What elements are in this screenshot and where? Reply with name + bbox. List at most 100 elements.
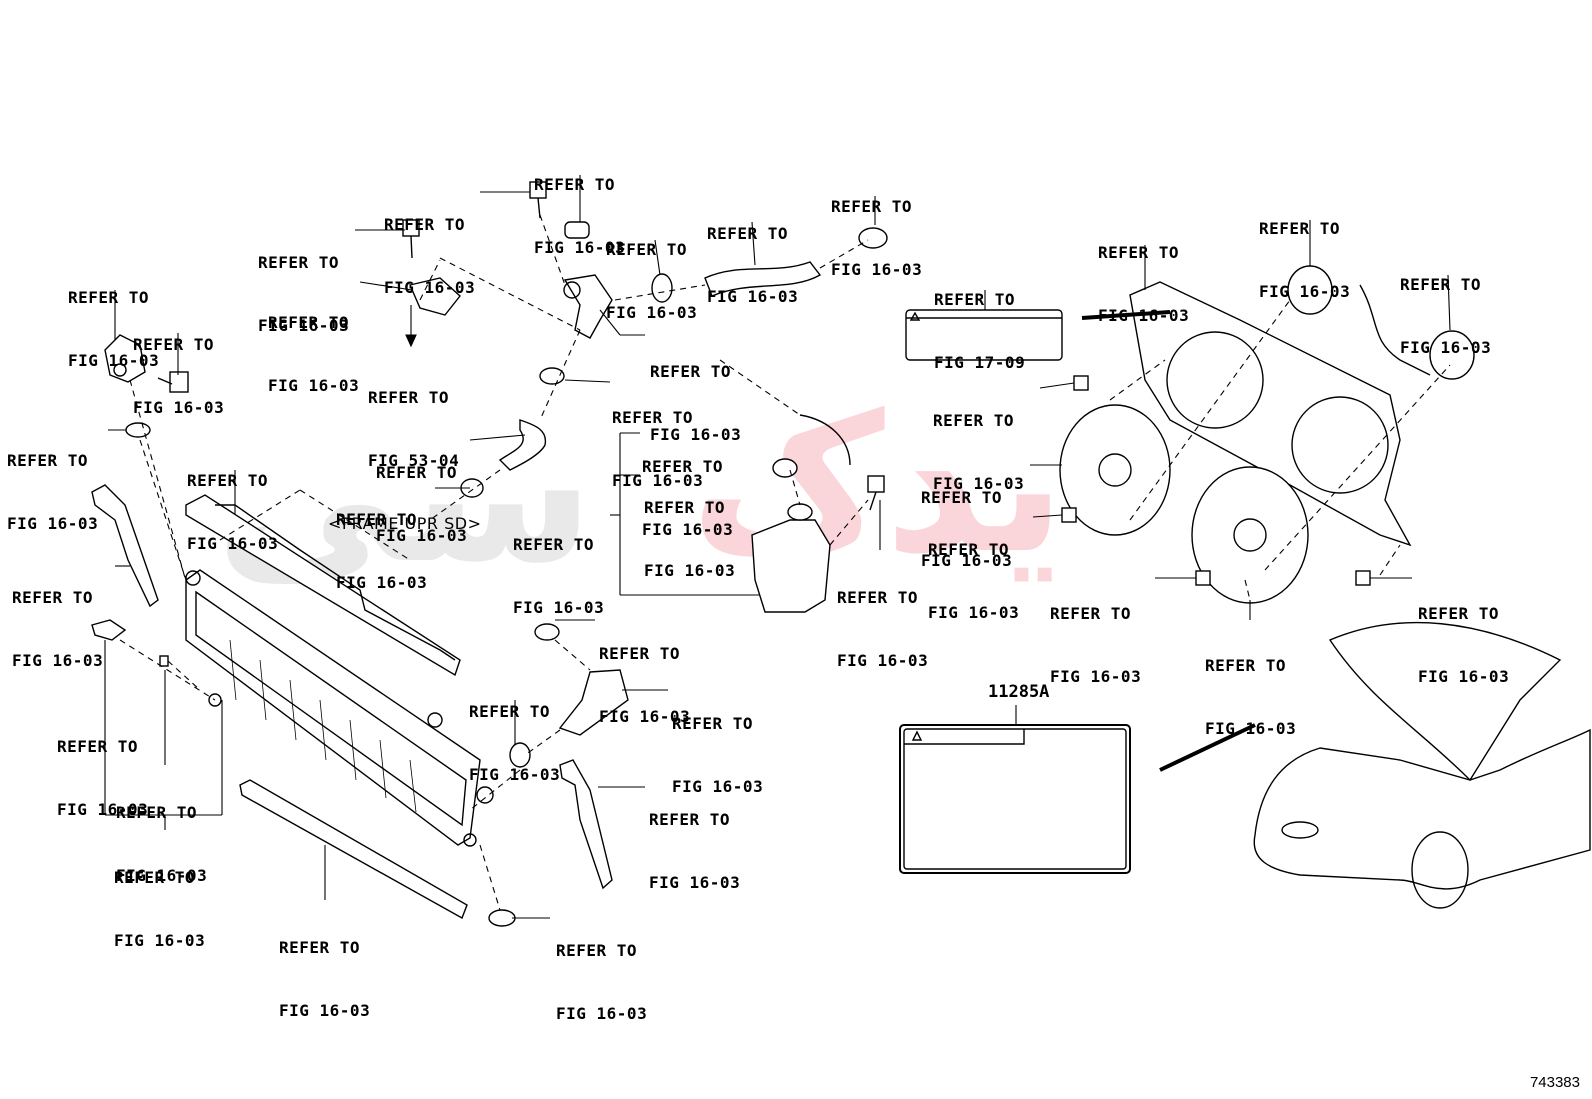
callout-line2: FIG 16-03: [187, 534, 279, 553]
callout-fig-17-09[interactable]: REFER TO FIG 17-09: [934, 247, 1025, 394]
callout-fig-16-03[interactable]: REFER TO FIG 16-03: [133, 292, 224, 439]
callout-line1: REFER TO: [376, 463, 458, 482]
drain-cock[interactable]: [91, 619, 127, 641]
callout-fig-16-03[interactable]: REFER TO FIG 16-03: [831, 154, 922, 301]
callout-fig-16-03[interactable]: REFER TO FIG 16-03: [707, 181, 798, 328]
callout-fig-16-03[interactable]: REFER TO FIG 16-03: [116, 760, 207, 907]
tank-bolt[interactable]: [867, 475, 885, 511]
callout-line2: FIG 16-03: [1098, 306, 1190, 325]
fan-motor-2[interactable]: [1359, 284, 1475, 380]
callout-fig-16-03[interactable]: REFER TO FIG 16-03: [57, 694, 148, 841]
callout-fig-16-03[interactable]: REFER TO FIG 16-03: [642, 414, 733, 561]
shroud-nut-4[interactable]: [1355, 570, 1371, 586]
callout-fig-16-03[interactable]: REFER TO FIG 16-03: [1098, 200, 1189, 347]
upper-hose[interactable]: [704, 261, 822, 297]
radiator-cap[interactable]: [564, 221, 590, 239]
callout-fig-16-03[interactable]: REFER TO FIG 16-03: [1418, 561, 1509, 708]
hose-clamp-5[interactable]: [534, 623, 560, 641]
callout-line2: FIG 16-03: [1259, 282, 1351, 301]
radiator-inlet-hose[interactable]: [498, 419, 547, 471]
callout-line1: REFER TO: [707, 224, 789, 243]
bolt-upper-2[interactable]: [402, 219, 420, 259]
tank-cap[interactable]: [772, 458, 798, 478]
callout-line2: FIG 16-03: [556, 1004, 648, 1023]
callout-line1: REFER TO: [556, 941, 638, 960]
callout-fig-16-03[interactable]: REFER TO FIG 16-03: [68, 245, 159, 392]
callout-fig-16-03[interactable]: REFER TO FIG 16-03: [336, 467, 427, 614]
clip-small[interactable]: [159, 655, 169, 667]
left-mount-bracket[interactable]: [104, 334, 146, 383]
hose-clamp-4[interactable]: [858, 227, 888, 249]
callout-line2: FIG 16-03: [1418, 667, 1510, 686]
callout-fig-16-03[interactable]: REFER TO FIG 16-03: [268, 270, 359, 417]
water-outlet[interactable]: [563, 274, 613, 339]
hose-clamp-6[interactable]: [509, 742, 531, 768]
right-side-bracket[interactable]: [559, 759, 613, 890]
callout-fig-16-03[interactable]: REFER TO FIG 16-03: [606, 197, 697, 344]
callout-fig-16-03[interactable]: REFER TO FIG 16-03: [1400, 232, 1491, 379]
callout-line1: REFER TO: [133, 335, 215, 354]
caution-label-main[interactable]: [899, 724, 1131, 874]
callout-line2: FIG 16-03: [376, 526, 468, 545]
hose-clamp-1[interactable]: [539, 367, 565, 385]
fan-2[interactable]: [1191, 466, 1309, 604]
callout-fig-16-03[interactable]: REFER TO FIG 16-03: [612, 365, 703, 512]
callout-line2: FIG 16-03: [649, 873, 741, 892]
fan-shroud[interactable]: [1129, 281, 1412, 547]
callout-line1: REFER TO: [599, 644, 681, 663]
callout-fig-16-03[interactable]: REFER TO FIG 16-03: [644, 455, 735, 602]
callout-fig-16-03[interactable]: REFER TO FIG 16-03: [7, 408, 98, 555]
callout-fig-16-03[interactable]: REFER TO FIG 16-03: [534, 132, 625, 279]
radiator-core[interactable]: [185, 569, 494, 847]
cushion-lower[interactable]: [488, 909, 516, 927]
bolt-left[interactable]: [157, 371, 189, 393]
reserve-tank[interactable]: [751, 414, 851, 613]
callout-line1: REFER TO: [7, 451, 89, 470]
callout-line1: REFER TO: [933, 411, 1015, 430]
callout-fig-16-03[interactable]: REFER TO FIG 16-03: [928, 497, 1019, 644]
callout-fig-16-03[interactable]: REFER TO FIG 16-03: [384, 172, 475, 319]
callout-fig-16-03[interactable]: REFER TO FIG 16-03: [12, 545, 103, 692]
bolt-upper-1[interactable]: [529, 181, 547, 219]
callout-line2: FIG 53-04: [368, 451, 460, 470]
callout-line2: FIG 16-03: [258, 316, 350, 335]
hose-clamp-3[interactable]: [651, 273, 673, 303]
callout-fig-16-03[interactable]: REFER TO FIG 16-03: [469, 659, 560, 806]
fan-1[interactable]: [1059, 404, 1171, 536]
callout-fig-16-03[interactable]: REFER TO FIG 16-03: [1050, 561, 1141, 708]
callout-fig-16-03[interactable]: REFER TO FIG 16-03: [187, 428, 278, 575]
frame-bracket[interactable]: [409, 277, 461, 316]
left-side-bracket[interactable]: [91, 484, 159, 608]
shroud-nut-2[interactable]: [1061, 507, 1077, 523]
lower-hose[interactable]: [558, 669, 629, 736]
shroud-nut-3[interactable]: [1195, 570, 1211, 586]
callout-line1: REFER TO: [12, 588, 94, 607]
callout-line1: REFER TO: [368, 388, 450, 407]
callout-line2: FIG 16-03: [1400, 338, 1492, 357]
callout-line1: REFER TO: [837, 588, 919, 607]
callout-fig-16-03[interactable]: REFER TO FIG 16-03: [1205, 613, 1296, 760]
callout-fig-16-03[interactable]: REFER TO FIG 16-03: [114, 825, 205, 972]
callout-fig-16-03[interactable]: REFER TO FIG 16-03: [258, 210, 349, 357]
callout-fig-16-03[interactable]: REFER TO FIG 16-03: [650, 319, 741, 466]
assembly-lines: [119, 214, 1451, 911]
radiator-lower-seal[interactable]: [239, 779, 468, 920]
callout-fig-16-03[interactable]: REFER TO FIG 16-03: [513, 492, 604, 639]
callout-line2: FIG 16-03: [534, 238, 626, 257]
callout-line2: FIG 16-03: [642, 520, 734, 539]
callout-fig-16-03[interactable]: REFER TO FIG 16-03: [556, 898, 647, 1045]
callout-fig-16-03[interactable]: REFER TO FIG 16-03: [1259, 176, 1350, 323]
callout-fig-16-03[interactable]: REFER TO FIG 16-03: [921, 445, 1012, 592]
shroud-nut-1[interactable]: [1073, 375, 1089, 391]
callout-line2: FIG 16-03: [1050, 667, 1142, 686]
caution-label-top[interactable]: [905, 309, 1063, 361]
callout-line1: REFER TO: [336, 510, 418, 529]
callout-fig-16-03[interactable]: REFER TO FIG 16-03: [376, 420, 467, 567]
callout-fig-16-03[interactable]: REFER TO FIG 16-03: [279, 895, 370, 1042]
callout-fig-53-04[interactable]: REFER TO FIG 53-04 <FRAME UPR SD>: [328, 345, 481, 555]
callout-fig-16-03[interactable]: REFER TO FIG 16-03: [837, 545, 928, 692]
callout-fig-16-03[interactable]: REFER TO FIG 16-03: [672, 671, 763, 818]
callout-fig-16-03[interactable]: REFER TO FIG 16-03: [933, 368, 1024, 515]
callout-fig-16-03[interactable]: REFER TO FIG 16-03: [649, 767, 740, 914]
callout-fig-16-03[interactable]: REFER TO FIG 16-03: [599, 601, 690, 748]
